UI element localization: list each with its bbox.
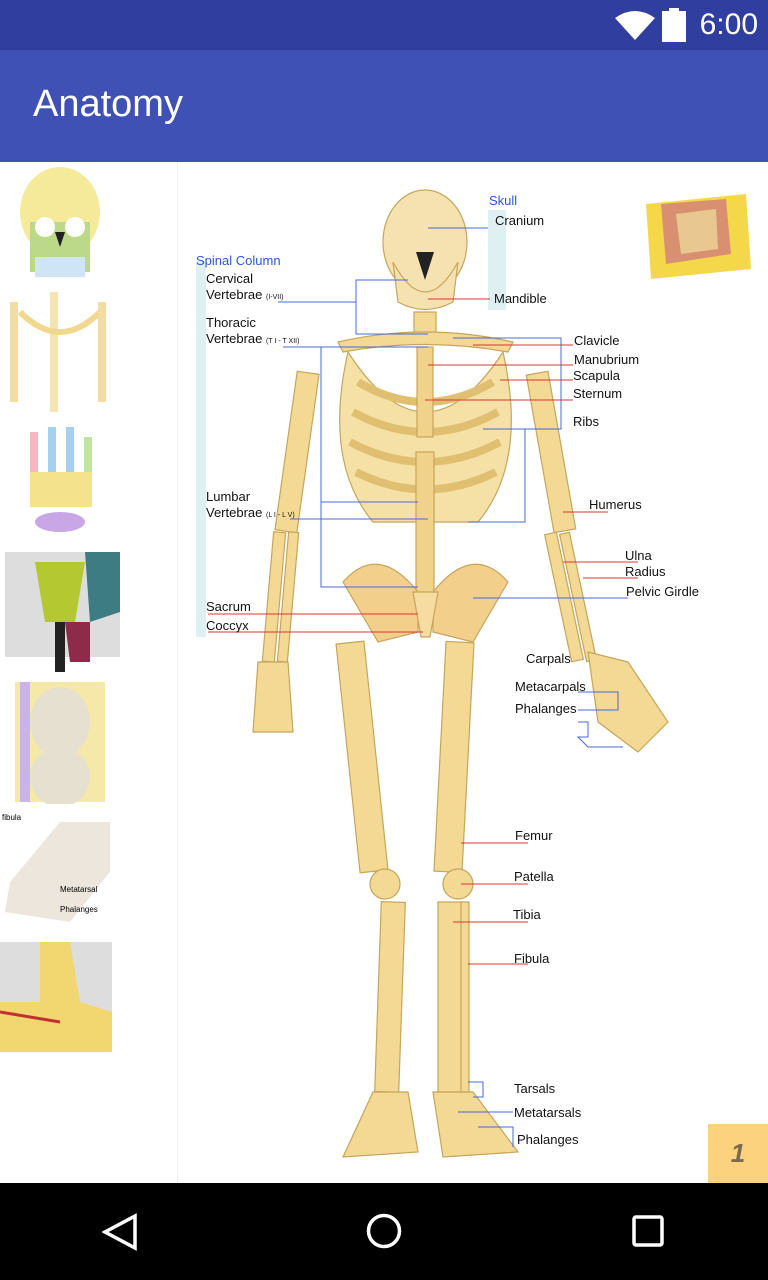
- label-coccyx: Coccyx: [206, 618, 249, 633]
- clock: 6:00: [699, 8, 758, 41]
- label-radius: Radius: [625, 564, 666, 579]
- label-humerus: Humerus: [589, 497, 642, 512]
- label-fibula: Fibula: [514, 951, 550, 966]
- label-ribs: Ribs: [573, 414, 600, 429]
- skull-thumbnail[interactable]: [0, 162, 120, 284]
- label-scapula: Scapula: [573, 368, 620, 383]
- svg-text:Phalanges: Phalanges: [60, 905, 98, 914]
- upper-body-thumbnail[interactable]: [0, 292, 120, 414]
- label-metacarpals: Metacarpals: [515, 679, 586, 694]
- label-carpals: Carpals: [526, 651, 571, 666]
- label-cranium: Cranium: [495, 213, 545, 228]
- pelvis-thumbnail[interactable]: [0, 552, 120, 674]
- label-thoracic-vertebrae: Vertebrae (T I - T XII): [206, 331, 300, 346]
- status-bar: 6:00: [0, 0, 768, 50]
- label-metatarsals: Metatarsals: [514, 1105, 582, 1120]
- label-cervical: Cervical: [206, 271, 253, 286]
- page-indicator[interactable]: 1: [708, 1124, 768, 1183]
- skeleton-diagram: Skull Cranium Mandible Spinal Column Cer…: [178, 162, 768, 1183]
- back-icon[interactable]: [102, 1213, 138, 1251]
- app-bar: Anatomy: [0, 50, 768, 162]
- label-cervical-vertebrae: Vertebrae (I-VII): [206, 287, 284, 302]
- bone-cross-section-inset: [646, 194, 751, 279]
- label-phalanges-hand: Phalanges: [515, 701, 577, 716]
- label-lumbar-vertebrae: Vertebrae (L I - L V): [206, 505, 295, 520]
- skeleton-illustration: [196, 189, 669, 1158]
- bone-structure-thumbnail[interactable]: [0, 942, 120, 1064]
- home-icon[interactable]: [366, 1213, 402, 1249]
- label-patella: Patella: [514, 869, 554, 884]
- label-sacrum: Sacrum: [206, 599, 251, 614]
- label-mandible: Mandible: [494, 291, 547, 306]
- app-title: Anatomy: [33, 83, 183, 125]
- hand-thumbnail[interactable]: [0, 422, 120, 544]
- wifi-icon: [615, 11, 655, 40]
- label-manubrium: Manubrium: [574, 352, 640, 367]
- label-sternum: Sternum: [573, 386, 623, 401]
- label-lumbar: Lumbar: [206, 489, 251, 504]
- label-tibia: Tibia: [513, 907, 541, 922]
- battery-icon: [662, 8, 686, 42]
- svg-text:Metatarsal: Metatarsal: [60, 885, 98, 894]
- label-femur: Femur: [515, 828, 553, 843]
- label-tarsals: Tarsals: [514, 1081, 556, 1096]
- svg-text:fibula: fibula: [2, 813, 22, 822]
- label-ulna: Ulna: [625, 548, 652, 563]
- label-phalanges-foot: Phalanges: [517, 1132, 579, 1147]
- label-clavicle: Clavicle: [574, 333, 620, 348]
- knee-joint-thumbnail[interactable]: [0, 682, 120, 804]
- recents-icon[interactable]: [632, 1215, 664, 1247]
- label-thoracic: Thoracic: [206, 315, 256, 330]
- navigation-bar: [0, 1183, 768, 1280]
- label-skull: Skull: [489, 193, 518, 208]
- label-spinal-column: Spinal Column: [196, 253, 281, 268]
- label-pelvic-girdle: Pelvic Girdle: [626, 584, 699, 599]
